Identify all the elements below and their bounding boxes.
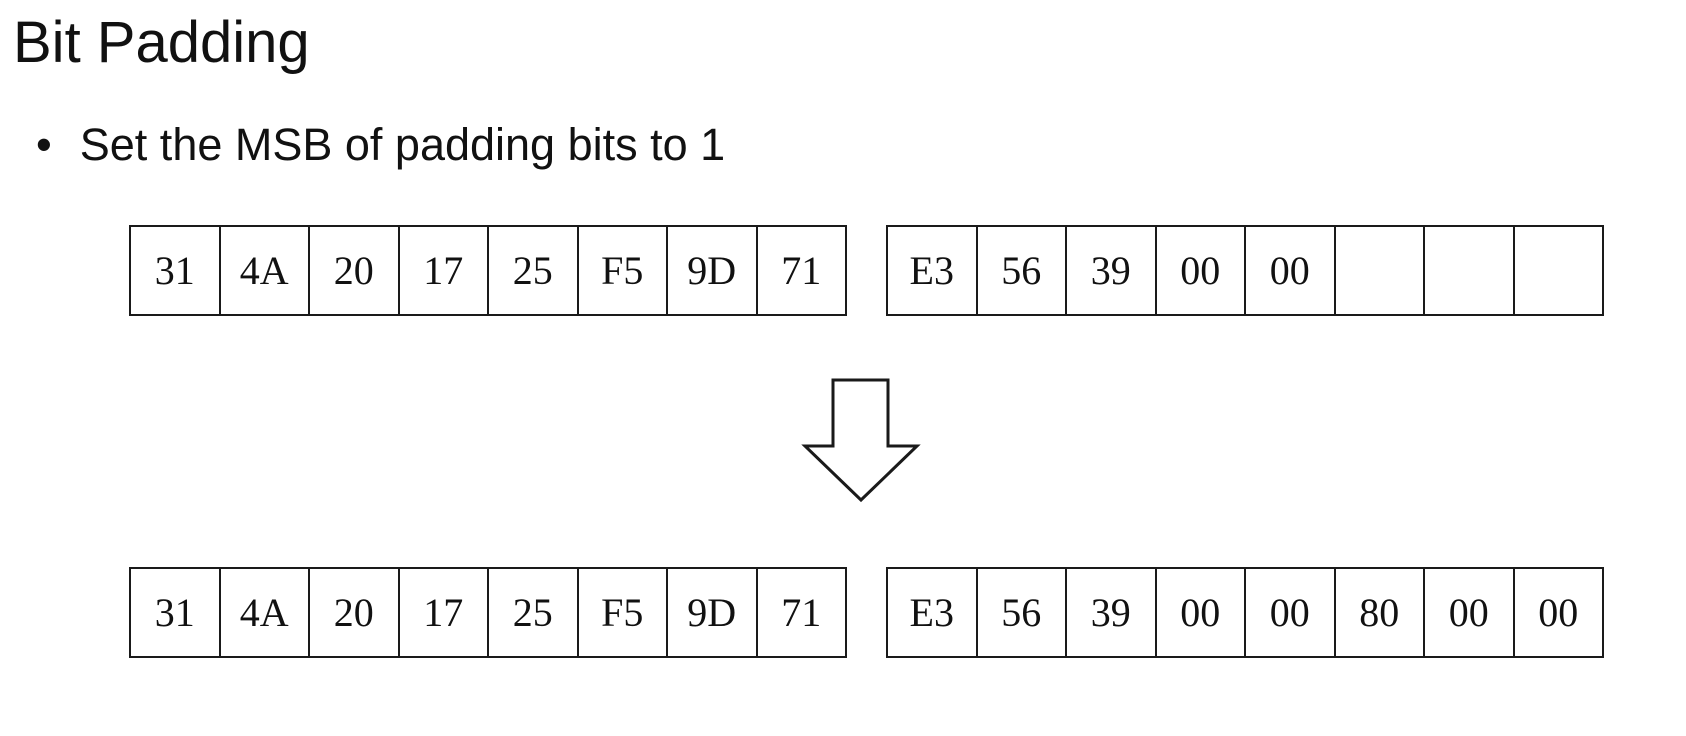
bullet-text: Set the MSB of padding bits to 1	[79, 119, 726, 170]
byte-cell-empty	[1333, 227, 1424, 314]
byte-cell: 31	[154, 248, 195, 293]
bullet-marker: •	[36, 119, 52, 170]
byte-cell: E3	[909, 248, 954, 293]
after-left-byte-block: 31 4A 20 17 25 F5 9D 71	[129, 567, 847, 658]
byte-cell: 25	[487, 227, 577, 314]
byte-cell: 20	[308, 569, 398, 656]
byte-cell: 9D	[666, 569, 756, 656]
down-arrow-icon	[801, 378, 921, 503]
byte-cell: 20	[308, 227, 398, 314]
byte-cell-empty	[1423, 227, 1513, 314]
byte-cell-empty	[1512, 227, 1603, 314]
byte-cell: 9D	[666, 227, 756, 314]
byte-cell: 4A	[218, 227, 309, 314]
byte-cell: 00	[1244, 569, 1334, 656]
byte-cell: F5	[576, 569, 667, 656]
after-right-byte-block: E3 56 39 00 00 80 00 00	[886, 567, 1604, 658]
byte-cell-padding: 80	[1333, 569, 1424, 656]
byte-cell: E3	[909, 590, 954, 635]
byte-cell: 39	[1065, 227, 1155, 314]
byte-cell: 71	[755, 569, 846, 656]
byte-cell: 00	[1244, 227, 1334, 314]
byte-cell: 56	[975, 569, 1066, 656]
byte-cell: 39	[1065, 569, 1155, 656]
bullet-item: • Set the MSB of padding bits to 1	[36, 122, 725, 167]
byte-cell: 25	[487, 569, 577, 656]
byte-cell: 00	[1154, 569, 1245, 656]
byte-cell: 17	[397, 227, 488, 314]
byte-cell: F5	[576, 227, 667, 314]
byte-cell: 17	[397, 569, 488, 656]
byte-cell: 71	[755, 227, 846, 314]
byte-cell: 00	[1154, 227, 1245, 314]
before-right-byte-block: E3 56 39 00 00	[886, 225, 1604, 316]
byte-cell-padding: 00	[1423, 569, 1513, 656]
page-title: Bit Padding	[13, 10, 310, 75]
byte-cell: 4A	[218, 569, 309, 656]
byte-cell: 56	[975, 227, 1066, 314]
byte-cell-padding: 00	[1512, 569, 1603, 656]
byte-cell: 31	[154, 590, 195, 635]
before-left-byte-block: 31 4A 20 17 25 F5 9D 71	[129, 225, 847, 316]
